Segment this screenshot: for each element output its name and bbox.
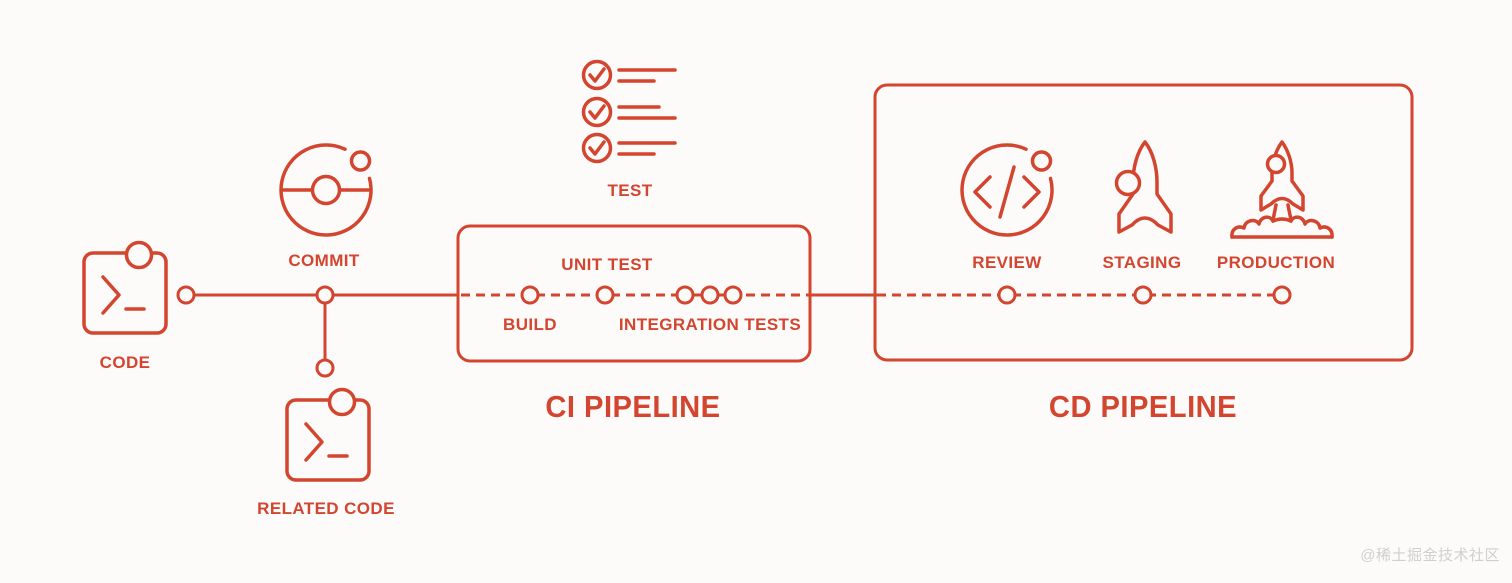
label-staging: STAGING [1102,253,1182,272]
label-production: PRODUCTION [1216,253,1336,272]
terminal-icon [82,240,168,335]
node-review [997,285,1017,305]
rocket-launch-icon [1230,140,1334,239]
node-start [176,285,196,305]
node-related-code [315,358,335,378]
node-unit-test [595,285,615,305]
node-integration-1 [675,285,695,305]
watermark-text: @稀土掘金技术社区 [1360,547,1500,564]
label-code: CODE [99,353,151,372]
cd-pipeline-box [873,83,1414,362]
checklist-row-3 [581,132,677,164]
label-test: TEST [607,181,653,200]
terminal-icon [285,387,371,482]
node-integration-2 [700,285,720,305]
node-staging [1133,285,1153,305]
cd-pipeline-title: CD PIPELINE [1048,389,1238,424]
node-production [1272,285,1292,305]
label-review: REVIEW [972,253,1042,272]
checklist-icon [581,59,677,164]
code-review-icon [960,143,1054,237]
label-related-code: RELATED CODE [257,499,395,518]
node-build [520,285,540,305]
label-commit: COMMIT [288,251,360,270]
checklist-row-2 [581,96,677,128]
pipeline-nodes [176,285,1292,378]
checklist-row-1 [581,59,677,91]
label-integration-tests: INTEGRATION TESTS [618,315,802,334]
node-commit [315,285,335,305]
label-unit-test: UNIT TEST [561,255,653,274]
label-build: BUILD [503,315,557,334]
ci-pipeline-title: CI PIPELINE [545,389,721,424]
commit-orbit-icon [279,143,373,237]
rocket-icon [1114,140,1173,234]
node-integration-3 [723,285,743,305]
